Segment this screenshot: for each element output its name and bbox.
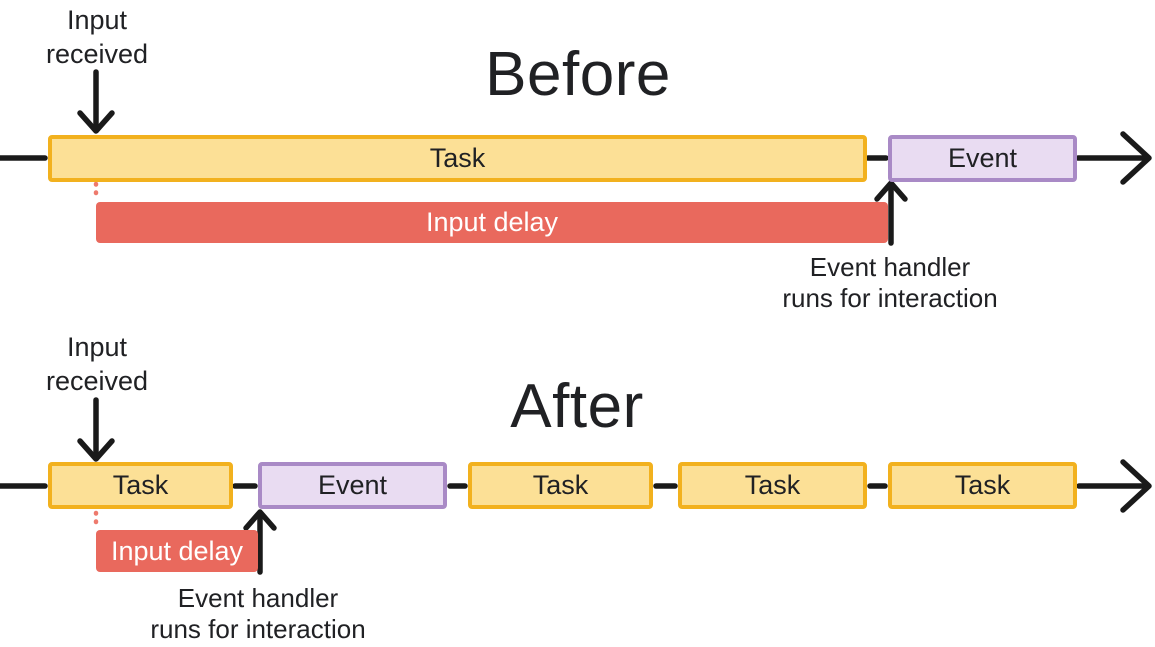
after-handler-arrow-icon: [243, 509, 277, 575]
after-input-delay-bar: Input delay: [96, 530, 258, 572]
after-event-label: Event: [317, 470, 388, 500]
after-task-box-3: Task: [678, 462, 867, 509]
before-title: Before: [485, 40, 671, 109]
after-task-label-3: Task: [744, 470, 801, 500]
after-timeline-arrowhead-icon: [1120, 459, 1152, 513]
after-input-delay-label: Input delay: [110, 535, 244, 566]
after-task-label-1: Task: [112, 470, 169, 500]
after-event-box: Event: [258, 462, 447, 509]
after-task-box-4: Task: [888, 462, 1077, 509]
after-input-received-label: Input received: [45, 332, 149, 396]
after-task-label-4: Task: [954, 470, 1011, 500]
before-event-box: Event: [888, 135, 1077, 182]
after-input-arrow-icon: [77, 397, 115, 462]
after-task-box-1: Task: [48, 462, 233, 509]
after-title: After: [510, 372, 644, 441]
before-input-delay-label: Input delay: [425, 207, 559, 237]
before-timeline: [0, 131, 1152, 185]
before-handler-arrow-icon: [874, 180, 908, 246]
before-timeline-arrowhead-icon: [1120, 131, 1152, 185]
before-input-arrow-icon: [77, 69, 115, 134]
before-input-received-label: Input received: [45, 5, 149, 69]
after-timeline: [0, 459, 1152, 513]
after-task-box-2: Task: [468, 462, 653, 509]
before-task-label: Task: [429, 143, 486, 173]
after-handler-label: Event handler runs for interaction: [150, 583, 366, 644]
before-input-delay-bar: Input delay: [96, 202, 888, 243]
before-event-label: Event: [947, 143, 1018, 173]
after-task-label-2: Task: [532, 470, 589, 500]
before-handler-label: Event handler runs for interaction: [782, 252, 998, 313]
before-task-bar: Task: [48, 135, 867, 182]
